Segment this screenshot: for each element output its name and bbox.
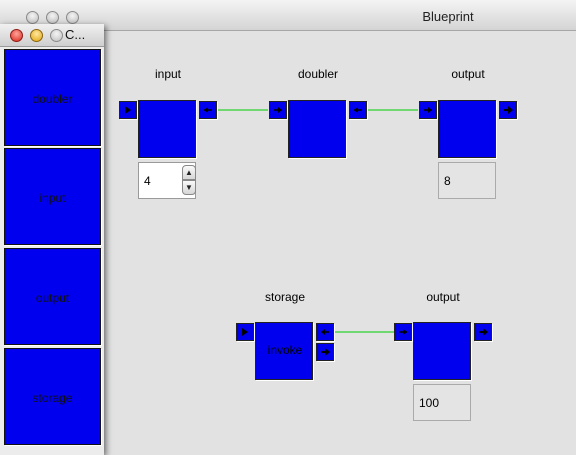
in-port[interactable] <box>119 101 137 119</box>
out-port[interactable] <box>499 101 517 119</box>
node-body[interactable] <box>438 100 496 158</box>
node-body[interactable] <box>138 100 196 158</box>
arrow-right-icon <box>242 328 248 336</box>
node-label: output <box>426 290 460 304</box>
palette-item-label: input <box>39 191 66 205</box>
palette-item-label: doubler <box>32 92 73 106</box>
arrow-right-icon <box>424 107 432 113</box>
palette-item-input[interactable]: input <box>4 148 101 245</box>
arrow-left-icon <box>354 107 362 113</box>
minimize-button[interactable] <box>46 11 59 24</box>
arrow-right-icon <box>504 106 513 114</box>
palette-item-storage[interactable]: storage <box>4 348 101 445</box>
node-label: storage <box>264 290 306 304</box>
palette-item-label: storage <box>32 391 73 405</box>
stepper-up-button[interactable]: ▲ <box>182 165 196 180</box>
canvas[interactable] <box>0 31 576 455</box>
value-display: 8 <box>438 162 496 199</box>
value-display: 100 <box>413 384 471 421</box>
palette-title: C... <box>65 27 86 42</box>
arrow-right-icon <box>399 329 407 335</box>
in-port[interactable] <box>419 101 437 119</box>
palette-titlebar[interactable]: C... <box>0 24 104 47</box>
arrow-right-icon <box>479 328 488 336</box>
out-port[interactable] <box>349 101 367 119</box>
arrow-left-icon <box>204 107 212 113</box>
in-port[interactable] <box>394 323 412 341</box>
node-label: doubler <box>297 67 339 81</box>
window-title: Blueprint <box>422 9 474 24</box>
palette-item-label: output <box>35 291 70 305</box>
node-body[interactable]: invoke <box>255 322 313 380</box>
minimize-button[interactable] <box>30 29 43 42</box>
close-button[interactable] <box>10 29 23 42</box>
node-label: output <box>451 67 485 81</box>
palette-item-output[interactable]: output <box>4 248 101 345</box>
out-port[interactable] <box>316 343 334 361</box>
in-port[interactable] <box>269 101 287 119</box>
out-port[interactable] <box>316 323 334 341</box>
arrow-right-icon <box>321 348 330 356</box>
palette-window: C... doubler input output storage <box>0 24 104 455</box>
out-port[interactable] <box>199 101 217 119</box>
stepper-arrows-icon[interactable]: ▲ ▼ <box>182 165 196 195</box>
stepper-down-button[interactable]: ▼ <box>182 180 196 195</box>
in-port[interactable] <box>236 323 254 341</box>
close-button[interactable] <box>26 11 39 24</box>
node-body[interactable] <box>413 322 471 380</box>
out-port[interactable] <box>474 323 492 341</box>
zoom-button[interactable] <box>50 29 63 42</box>
arrow-left-icon <box>321 329 329 335</box>
node-body[interactable] <box>288 100 346 158</box>
invoke-label: invoke <box>267 343 303 357</box>
arrow-right-icon <box>125 106 131 114</box>
arrow-right-icon <box>274 107 282 113</box>
palette-item-doubler[interactable]: doubler <box>4 49 101 146</box>
node-label: input <box>154 67 182 81</box>
zoom-button[interactable] <box>66 11 79 24</box>
